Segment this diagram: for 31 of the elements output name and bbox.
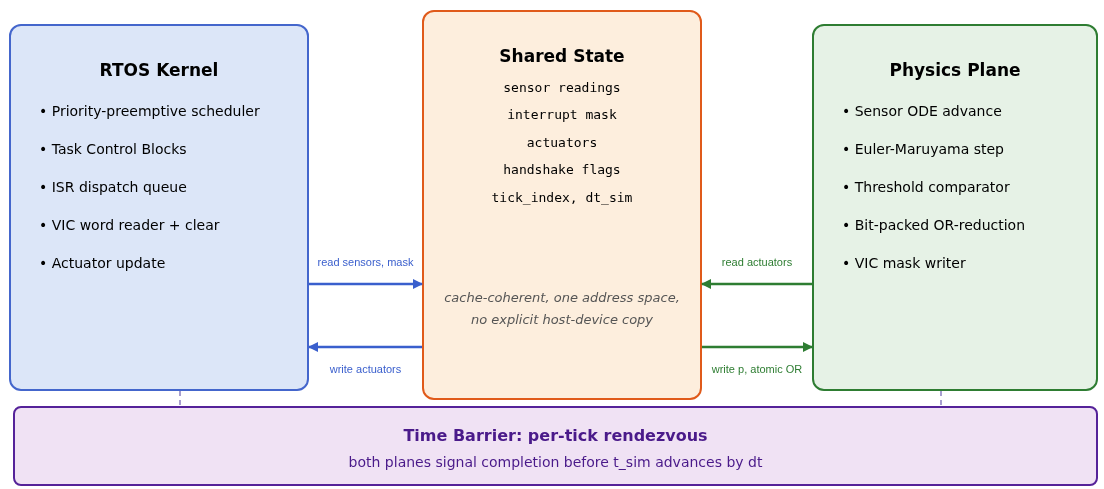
bullet-item: • Sensor ODE advance [841, 101, 1003, 121]
dashed-connector [940, 390, 942, 407]
barrier-band [13, 406, 1098, 486]
box-title: Shared State [498, 45, 626, 68]
note-text: cache-coherent, one address space, no explicit host-device copy [443, 289, 681, 329]
band-title: Time Barrier: per-tick rendezvous [402, 425, 709, 447]
field-label: handshake flags [502, 161, 622, 179]
box-title: RTOS Kernel [98, 59, 220, 82]
field-label: tick_index, dt_sim [490, 188, 634, 207]
bullet-item: • ISR dispatch queue [38, 177, 188, 197]
bullet-item: • Euler-Maruyama step [841, 139, 1005, 159]
box-title: Physics Plane [888, 59, 1022, 82]
bullet-item: • Bit-packed OR-reduction [841, 215, 1027, 235]
arrow [701, 279, 812, 289]
component-box [422, 10, 702, 400]
bullet-item: • Task Control Blocks [38, 139, 188, 159]
arrow [702, 342, 813, 352]
bullet-item: • Actuator update [38, 253, 167, 273]
field-label: actuators [525, 133, 599, 152]
component-box [812, 24, 1098, 391]
band-subtitle: both planes signal completion before t_sim advances by dt [347, 453, 764, 472]
arrow [309, 279, 423, 289]
field-label: interrupt mask [506, 106, 618, 124]
bullet-item: • Threshold comparator [841, 177, 1011, 197]
arrow [308, 342, 422, 352]
bullet-item: • VIC mask writer [841, 253, 967, 273]
dashed-connector [179, 390, 181, 407]
bullet-item: • Priority-preemptive scheduler [38, 101, 261, 121]
field-label: sensor readings [502, 78, 622, 97]
bullet-item: • VIC word reader + clear [38, 215, 221, 235]
component-box [9, 24, 309, 391]
